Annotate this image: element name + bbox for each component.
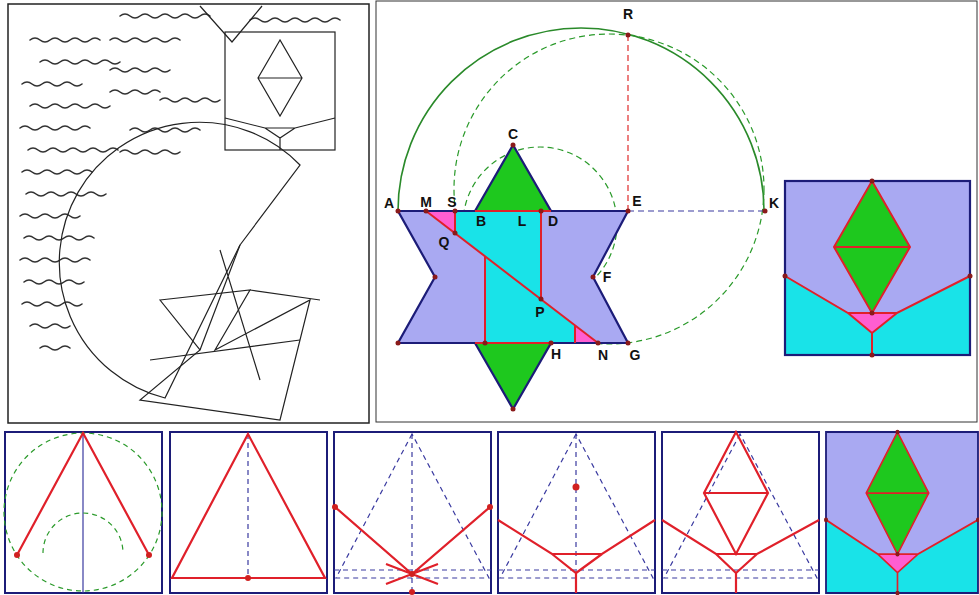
point-label: N: [598, 348, 608, 363]
point-label: H: [551, 347, 561, 362]
point-label: L: [518, 214, 527, 229]
point-label: E: [632, 194, 641, 209]
point-label: A: [384, 196, 394, 211]
panel-frame: [376, 1, 977, 422]
point-label: P: [535, 305, 544, 320]
point-label: D: [548, 214, 558, 229]
point-label: M: [420, 195, 432, 210]
point-label: B: [476, 214, 486, 229]
point-label: R: [623, 7, 633, 22]
point-label: S: [447, 195, 456, 210]
star-dissection: [396, 28, 768, 412]
point-label: G: [630, 348, 641, 363]
point-label: C: [508, 127, 518, 142]
manuscript-scan: [8, 4, 369, 423]
construction-steps: [4, 430, 979, 595]
assembled-square: [783, 179, 973, 358]
point-label: F: [603, 270, 612, 285]
point-label: K: [769, 196, 779, 211]
point-label: Q: [439, 235, 450, 250]
